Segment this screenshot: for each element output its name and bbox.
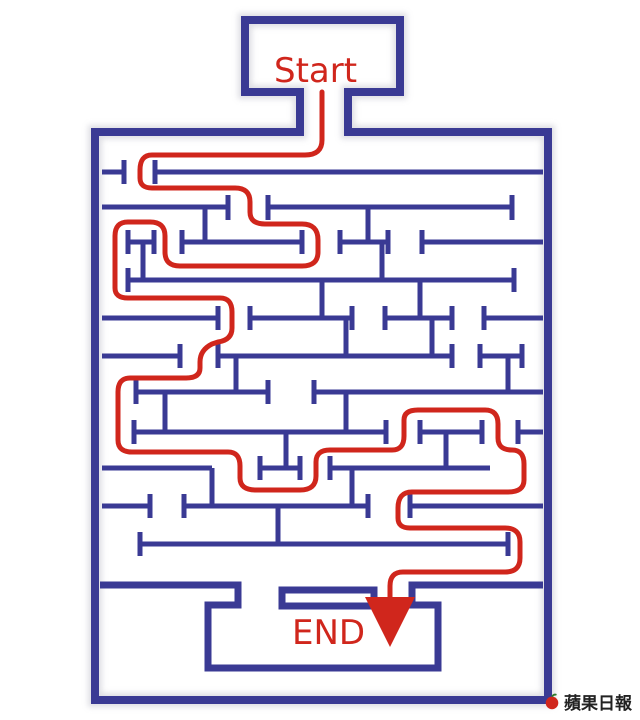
brand-text: 蘋果日報 [564,694,632,714]
brand-logo: 蘋果日報 [543,689,632,714]
maze-inner-walls [102,160,543,556]
end-label: END [292,613,366,653]
start-label: Start [274,51,358,91]
apple-icon [545,693,559,709]
solution-path [112,89,527,647]
